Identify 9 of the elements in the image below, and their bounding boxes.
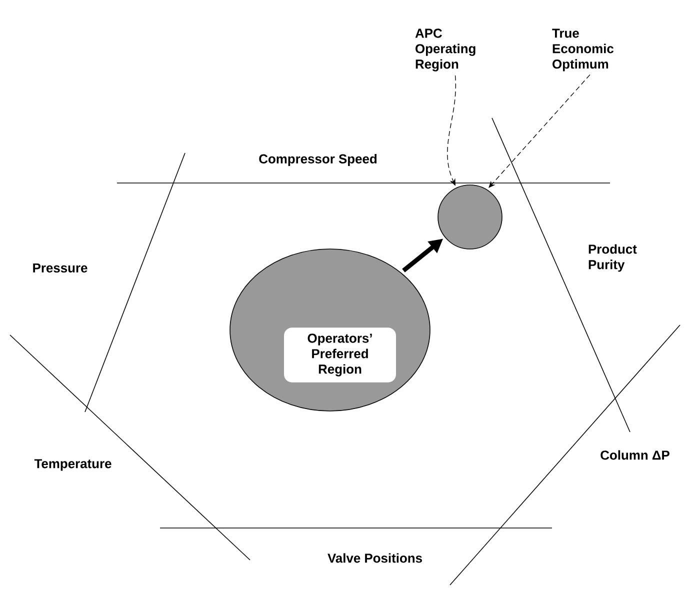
callout-text: True Economic Optimum <box>552 28 614 72</box>
constraint-label: Valve Positions <box>328 553 422 563</box>
constraint-label: Compressor Speed <box>259 154 377 166</box>
constraint-label: Product Purity <box>588 244 637 272</box>
constraint-label: Pressure <box>33 263 88 272</box>
hatched-circle <box>438 184 502 250</box>
constraint-label: Temperature <box>34 459 112 471</box>
constraint-label: Column ΔP <box>600 450 670 460</box>
callout-text: APC Operating Region <box>415 28 476 72</box>
